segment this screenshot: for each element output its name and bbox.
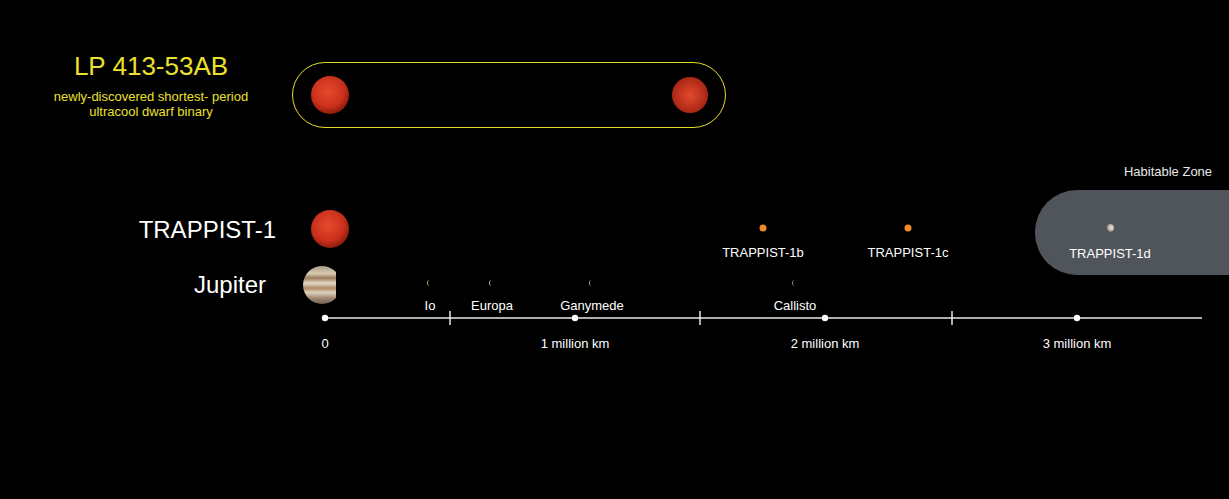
- scale-label: 2 million km: [791, 337, 860, 352]
- habitable-zone: Habitable ZoneTRAPPIST-1d: [1035, 190, 1229, 275]
- planet: [905, 225, 912, 232]
- moon-label: Callisto: [774, 299, 817, 314]
- scale-tick: [449, 311, 451, 325]
- moon-label: Io: [425, 299, 436, 314]
- scale-tick: [699, 311, 701, 325]
- moon-label: Ganymede: [560, 299, 624, 314]
- planet-label: TRAPPIST-1d: [1069, 247, 1151, 262]
- planet: [760, 225, 767, 232]
- scale-label: 3 million km: [1043, 337, 1112, 352]
- planet-label: TRAPPIST-1b: [722, 246, 804, 261]
- system-note: newly-discovered shortest- period ultrac…: [53, 90, 249, 120]
- planet-label: TRAPPIST-1c: [868, 246, 949, 261]
- scale-dot: [822, 315, 828, 321]
- zone-label: Habitable Zone: [1124, 165, 1212, 180]
- system-name: Jupiter: [194, 271, 266, 299]
- moon: [489, 280, 492, 286]
- scale-dot: [572, 315, 578, 321]
- system-name: LP 413-53AB: [74, 52, 228, 82]
- scale-tick: [951, 311, 953, 325]
- binary-outline: LP 413-53ABnewly-discovered shortest- pe…: [292, 62, 726, 128]
- system-name: TRAPPIST-1: [139, 216, 276, 244]
- scale-label: 0: [321, 337, 328, 352]
- planet: [1106, 224, 1114, 232]
- scale-axis: [325, 317, 1202, 319]
- star: [311, 210, 349, 248]
- star: [311, 76, 349, 114]
- scale-dot: [322, 315, 328, 321]
- moon-label: Europa: [471, 299, 513, 314]
- moon: [589, 280, 592, 286]
- moon: [427, 280, 430, 286]
- scale-dot: [1074, 315, 1080, 321]
- star: [672, 77, 708, 113]
- scale-label: 1 million km: [541, 337, 610, 352]
- moon: [792, 280, 795, 286]
- jupiter: [303, 266, 336, 304]
